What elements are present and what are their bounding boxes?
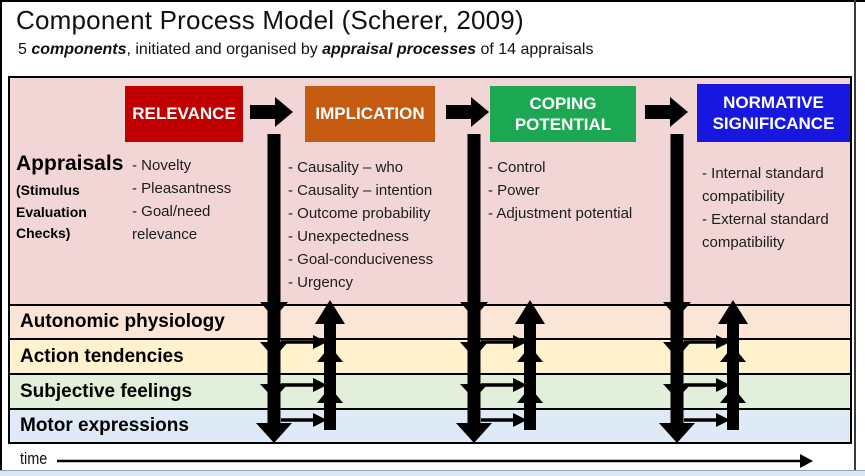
stage-box-coping-potential: COPING POTENTIAL: [490, 86, 636, 142]
stage-box-relevance: RELEVANCE: [125, 86, 243, 142]
list-item: - Causality – intention: [288, 182, 433, 200]
list-item: - Goal/need relevance: [132, 203, 211, 244]
list-item: - Pleasantness: [132, 180, 232, 198]
slide-top-border: [0, 0, 865, 2]
stage-label-normative-significance: NORMATIVE SIGNIFICANCE: [712, 92, 835, 133]
list-item: - Power: [488, 182, 540, 200]
stage-label-coping-potential: COPING POTENTIAL: [514, 93, 612, 134]
process-model-diagram: RELEVANCE IMPLICATION COPING POTENTIAL N…: [8, 76, 852, 444]
list-item: - Internal standard compatibility: [702, 165, 824, 206]
stage-label-implication: IMPLICATION: [315, 104, 425, 124]
component-row-motor-expressions: Motor expressions: [10, 408, 850, 442]
appraisal-list-normative-significance: - Internal standard compatibility - Exte…: [702, 162, 857, 254]
list-item: - Novelty: [132, 157, 192, 174]
slide-right-border: [854, 0, 856, 470]
appraisals-subtitle: (Stimulus Evaluation Checks): [16, 182, 87, 242]
component-row-action-tendencies: Action tendencies: [10, 338, 850, 373]
row-label: Subjective feelings: [20, 380, 193, 402]
stage-box-normative-significance: NORMATIVE SIGNIFICANCE: [697, 84, 850, 142]
appraisals-header: Appraisals (Stimulus Evaluation Checks): [16, 152, 124, 245]
component-row-subjective-feelings: Subjective feelings: [10, 373, 850, 408]
page-title: Component Process Model (Scherer, 2009): [16, 5, 524, 35]
slide-left-border: [0, 0, 2, 470]
appraisal-list-coping-potential: - Control - Power - Adjustment potential: [488, 156, 680, 225]
component-row-autonomic-physiology: Autonomic physiology: [10, 304, 850, 338]
list-item: - Adjustment potential: [488, 205, 633, 223]
stage-box-implication: IMPLICATION: [305, 86, 435, 142]
time-axis-label: time: [20, 449, 48, 468]
list-item: - Urgency: [288, 274, 354, 292]
subtitle-emphasis-components: components: [31, 41, 127, 58]
time-axis-arrow: [57, 454, 813, 468]
appraisal-list-relevance: - Novelty - Pleasantness - Goal/need rel…: [132, 154, 256, 246]
subtitle-prefix: 5: [18, 41, 32, 58]
subtitle-suffix: of 14 appraisals: [476, 41, 594, 58]
slide-bottom-strip: [0, 470, 865, 476]
row-label: Motor expressions: [20, 415, 189, 436]
list-item: - External standard compatibility: [702, 211, 829, 252]
appraisal-list-implication: - Causality – who - Causality – intentio…: [288, 156, 476, 295]
list-item: - Outcome probability: [288, 205, 431, 223]
appraisals-title: Appraisals: [16, 152, 124, 175]
subtitle-middle: , initiated and organised by: [126, 41, 323, 58]
list-item: - Causality – who: [288, 159, 404, 176]
row-label: Action tendencies: [20, 345, 184, 367]
list-item: - Goal-conduciveness: [288, 251, 434, 269]
row-label: Autonomic physiology: [20, 311, 225, 332]
subtitle-emphasis-appraisal-processes: appraisal processes: [322, 41, 477, 58]
stage-label-relevance: RELEVANCE: [132, 104, 236, 124]
page-subtitle: 5 components, initiated and organised by…: [18, 41, 593, 59]
list-item: - Control: [488, 159, 546, 176]
list-item: - Unexpectedness: [288, 228, 409, 246]
